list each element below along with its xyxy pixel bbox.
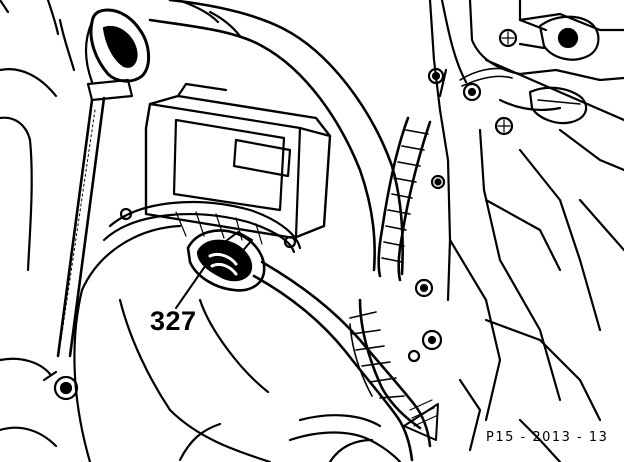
alternator-housing — [144, 82, 332, 240]
sensor-connector — [186, 229, 266, 292]
callout-label-327: 327 — [150, 306, 197, 336]
wire-loom — [438, 67, 513, 98]
dipstick-tube — [56, 96, 106, 358]
mounting-flange — [102, 200, 302, 254]
upper-coolant-hose — [148, 0, 404, 276]
left-contours — [0, 0, 76, 272]
corrugated-hose — [349, 116, 439, 441]
oil-filler-bolt — [42, 370, 79, 401]
bolts — [407, 28, 518, 363]
callout-leader — [175, 261, 209, 309]
dipstick-handle — [84, 8, 150, 102]
lower-casting — [0, 224, 402, 462]
sensor-cable — [252, 260, 432, 462]
engine-block-right — [428, 0, 624, 462]
figure-id: P15 - 2013 - 13 — [486, 430, 609, 445]
hose-clamp-upper — [518, 15, 600, 125]
